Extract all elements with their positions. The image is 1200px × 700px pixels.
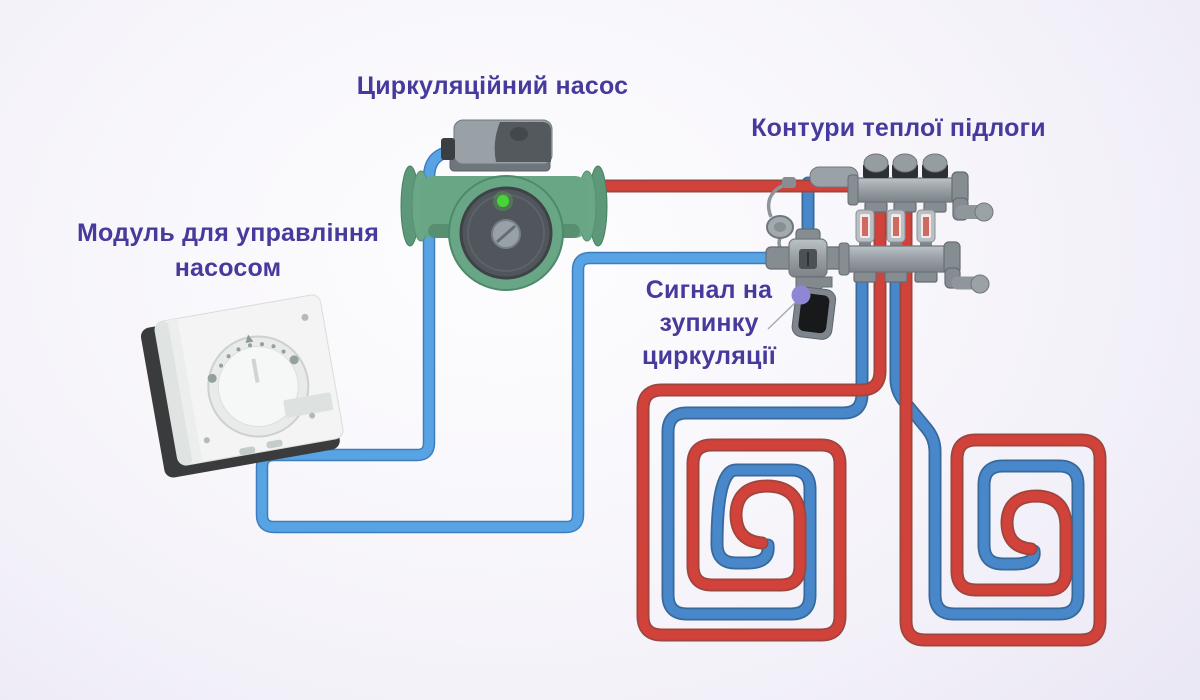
stop-circulation-signal-label: Сигнал на зупинку циркуляції	[617, 274, 801, 373]
manifold-valve-caps	[863, 153, 948, 178]
circulation-pump-label: Циркуляційний насос	[356, 72, 629, 100]
flow-meters	[855, 209, 936, 249]
pump-control-module-illustration	[140, 294, 344, 478]
callout-dot	[791, 285, 811, 305]
pump-cable-connector	[441, 138, 455, 160]
thermostat-dial	[217, 345, 299, 427]
pump-control-module-label-line1: Модуль для управління	[76, 219, 380, 247]
circulation-pump-illustration	[400, 119, 608, 291]
zone-valve-actuator	[765, 228, 851, 340]
signal-callout	[767, 285, 811, 330]
dial-tick-marks	[207, 334, 299, 383]
floor-circuits-label: Контури теплої підлоги	[751, 114, 1046, 142]
stop-circulation-signal-line3: циркуляції	[642, 342, 776, 370]
stop-circulation-signal-line1: Сигнал на	[645, 276, 773, 304]
pump-control-module-label: Модуль для управління насосом	[70, 216, 386, 286]
pump-status-led	[497, 195, 509, 207]
supply-manifold	[847, 153, 994, 222]
stop-circulation-signal-line2: зупинку	[659, 309, 759, 337]
pump-control-module-label-line2: насосом	[174, 254, 282, 282]
return-manifold	[838, 209, 990, 294]
